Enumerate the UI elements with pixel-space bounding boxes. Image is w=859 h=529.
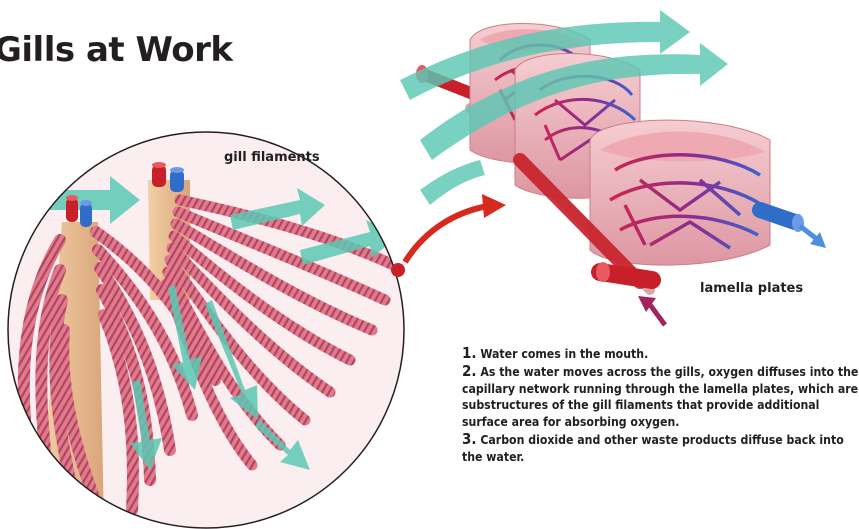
step-2: 2. As the water moves across the gills, … (462, 363, 859, 431)
page-title: Gills at Work (0, 30, 233, 70)
step-number: 3. (462, 430, 477, 448)
gill-filaments-label: gill filaments (224, 150, 320, 165)
gill-filament-magnifier (8, 132, 405, 529)
blood-inflow-arrow (638, 296, 665, 325)
step-3: 3. Carbon dioxide and other waste produc… (462, 431, 859, 466)
step-1: 1. Water comes in the mouth. (462, 345, 859, 363)
filament-tip-marker (391, 263, 405, 277)
step-text: Carbon dioxide and other waste products … (462, 433, 844, 464)
callout-arrow (405, 194, 506, 262)
step-text: As the water moves across the gills, oxy… (462, 365, 858, 429)
step-number: 2. (462, 362, 477, 380)
process-steps: 1. Water comes in the mouth. 2. As the w… (462, 345, 859, 466)
step-text: Water comes in the mouth. (480, 347, 648, 361)
lamella-plate-3 (590, 120, 770, 265)
blood-outflow-arrow (800, 226, 826, 248)
lamella-plates-label: lamella plates (700, 281, 803, 296)
efferent-vessel (760, 210, 795, 222)
step-number: 1. (462, 344, 477, 362)
